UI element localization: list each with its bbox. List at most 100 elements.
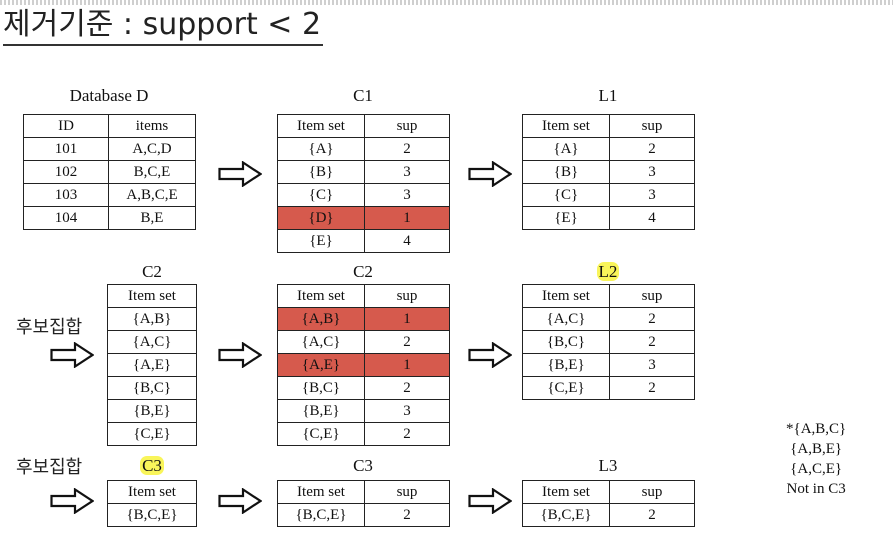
table-header-cell: sup <box>609 284 695 308</box>
table-cell: 3 <box>609 353 695 377</box>
table-cell: {B,C} <box>107 376 197 400</box>
table-header-cell: sup <box>364 480 450 504</box>
c2-counts-title: C2 <box>353 262 373 281</box>
table-cell: 3 <box>364 399 450 423</box>
table-row: {B}3 <box>277 160 450 184</box>
table-cell: {B,C,E} <box>107 503 197 527</box>
table-row: {C,E}2 <box>522 376 695 400</box>
table-header-cell: Item set <box>277 480 365 504</box>
table-cell: B,E <box>108 206 196 230</box>
c2-candidates-table: Item set{A,B}{A,C}{A,E}{B,C}{B,E}{C,E} <box>107 284 197 446</box>
table-cell: 102 <box>23 160 109 184</box>
table-row: {B,E} <box>107 399 197 423</box>
page-heading: 제거기준 : support < 2 <box>3 6 324 46</box>
table-header-cell: sup <box>609 480 695 504</box>
candidate-set-label-c2: 후보집합 <box>16 317 83 338</box>
l3-title: L3 <box>598 456 618 475</box>
table-cell: 3 <box>609 160 695 184</box>
table-cell: 2 <box>609 503 695 527</box>
table-cell: B,C,E <box>108 160 196 184</box>
table-cell: {E} <box>522 206 610 230</box>
table-cell: 4 <box>609 206 695 230</box>
table-cell: 2 <box>609 330 695 354</box>
table-row: {A,E}1 <box>277 353 450 377</box>
table-cell: {D} <box>277 206 365 230</box>
table-row: {D}1 <box>277 206 450 230</box>
table-row: {B}3 <box>522 160 695 184</box>
table-cell: A,C,D <box>108 137 196 161</box>
table-row: {A}2 <box>522 137 695 161</box>
table-header-cell: Item set <box>107 284 197 308</box>
table-row: {C}3 <box>522 183 695 207</box>
table-header-row: Item set <box>107 480 197 504</box>
table-row: {E}4 <box>277 229 450 253</box>
table-cell: 3 <box>609 183 695 207</box>
l2-title: L2 <box>522 262 694 282</box>
l1-title: L1 <box>598 86 618 105</box>
table-cell: {A,B} <box>277 307 365 331</box>
arrow-right-icon <box>218 161 262 187</box>
c3-title-highlight: C3 <box>140 456 164 475</box>
table-cell: {B,E} <box>107 399 197 423</box>
table-cell: {B} <box>522 160 610 184</box>
database-title: Database D <box>69 86 149 105</box>
table-row: {B,C,E}2 <box>522 503 695 527</box>
table-cell: 2 <box>609 137 695 161</box>
table-header-cell: sup <box>364 284 450 308</box>
table-cell: 2 <box>364 422 450 446</box>
c1-title: C1 <box>353 86 373 105</box>
table-row: {C,E}2 <box>277 422 450 446</box>
table-cell: {B} <box>277 160 365 184</box>
table-header-cell: Item set <box>522 284 610 308</box>
table-row: {B,C,E}2 <box>277 503 450 527</box>
table-header-cell: sup <box>609 114 695 138</box>
table-cell: {E} <box>277 229 365 253</box>
table-cell: {B,E} <box>277 399 365 423</box>
table-cell: 1 <box>364 353 450 377</box>
table-cell: 2 <box>364 137 450 161</box>
table-cell: {B,C} <box>522 330 610 354</box>
table-header-cell: Item set <box>277 284 365 308</box>
table-header-cell: Item set <box>277 114 365 138</box>
table-cell: 2 <box>364 330 450 354</box>
table-cell: {A,E} <box>277 353 365 377</box>
table-cell: {C,E} <box>522 376 610 400</box>
table-row: {B,C} <box>107 376 197 400</box>
table-row: {B,E}3 <box>277 399 450 423</box>
table-cell: {A,E} <box>107 353 197 377</box>
table-cell: 103 <box>23 183 109 207</box>
table-row: {B,C,E} <box>107 503 197 527</box>
table-row: {C}3 <box>277 183 450 207</box>
table-cell: {C,E} <box>277 422 365 446</box>
table-cell: 1 <box>364 206 450 230</box>
table-cell: 2 <box>364 376 450 400</box>
table-row: {E}4 <box>522 206 695 230</box>
table-header-cell: Item set <box>522 480 610 504</box>
table-row: {B,C}2 <box>277 376 450 400</box>
arrow-right-icon <box>218 488 262 514</box>
table-row: {A,C}2 <box>522 307 695 331</box>
table-row: {A,B} <box>107 307 197 331</box>
table-cell: {A} <box>277 137 365 161</box>
table-row: {C,E} <box>107 422 197 446</box>
table-cell: {A,C} <box>107 330 197 354</box>
table-cell: 2 <box>364 503 450 527</box>
table-header-cell: ID <box>23 114 109 138</box>
table-cell: {C,E} <box>107 422 197 446</box>
table-header-cell: sup <box>364 114 450 138</box>
table-cell: {C} <box>522 183 610 207</box>
table-cell: {A} <box>522 137 610 161</box>
top-dotted-border <box>0 0 893 5</box>
table-cell: 2 <box>609 376 695 400</box>
